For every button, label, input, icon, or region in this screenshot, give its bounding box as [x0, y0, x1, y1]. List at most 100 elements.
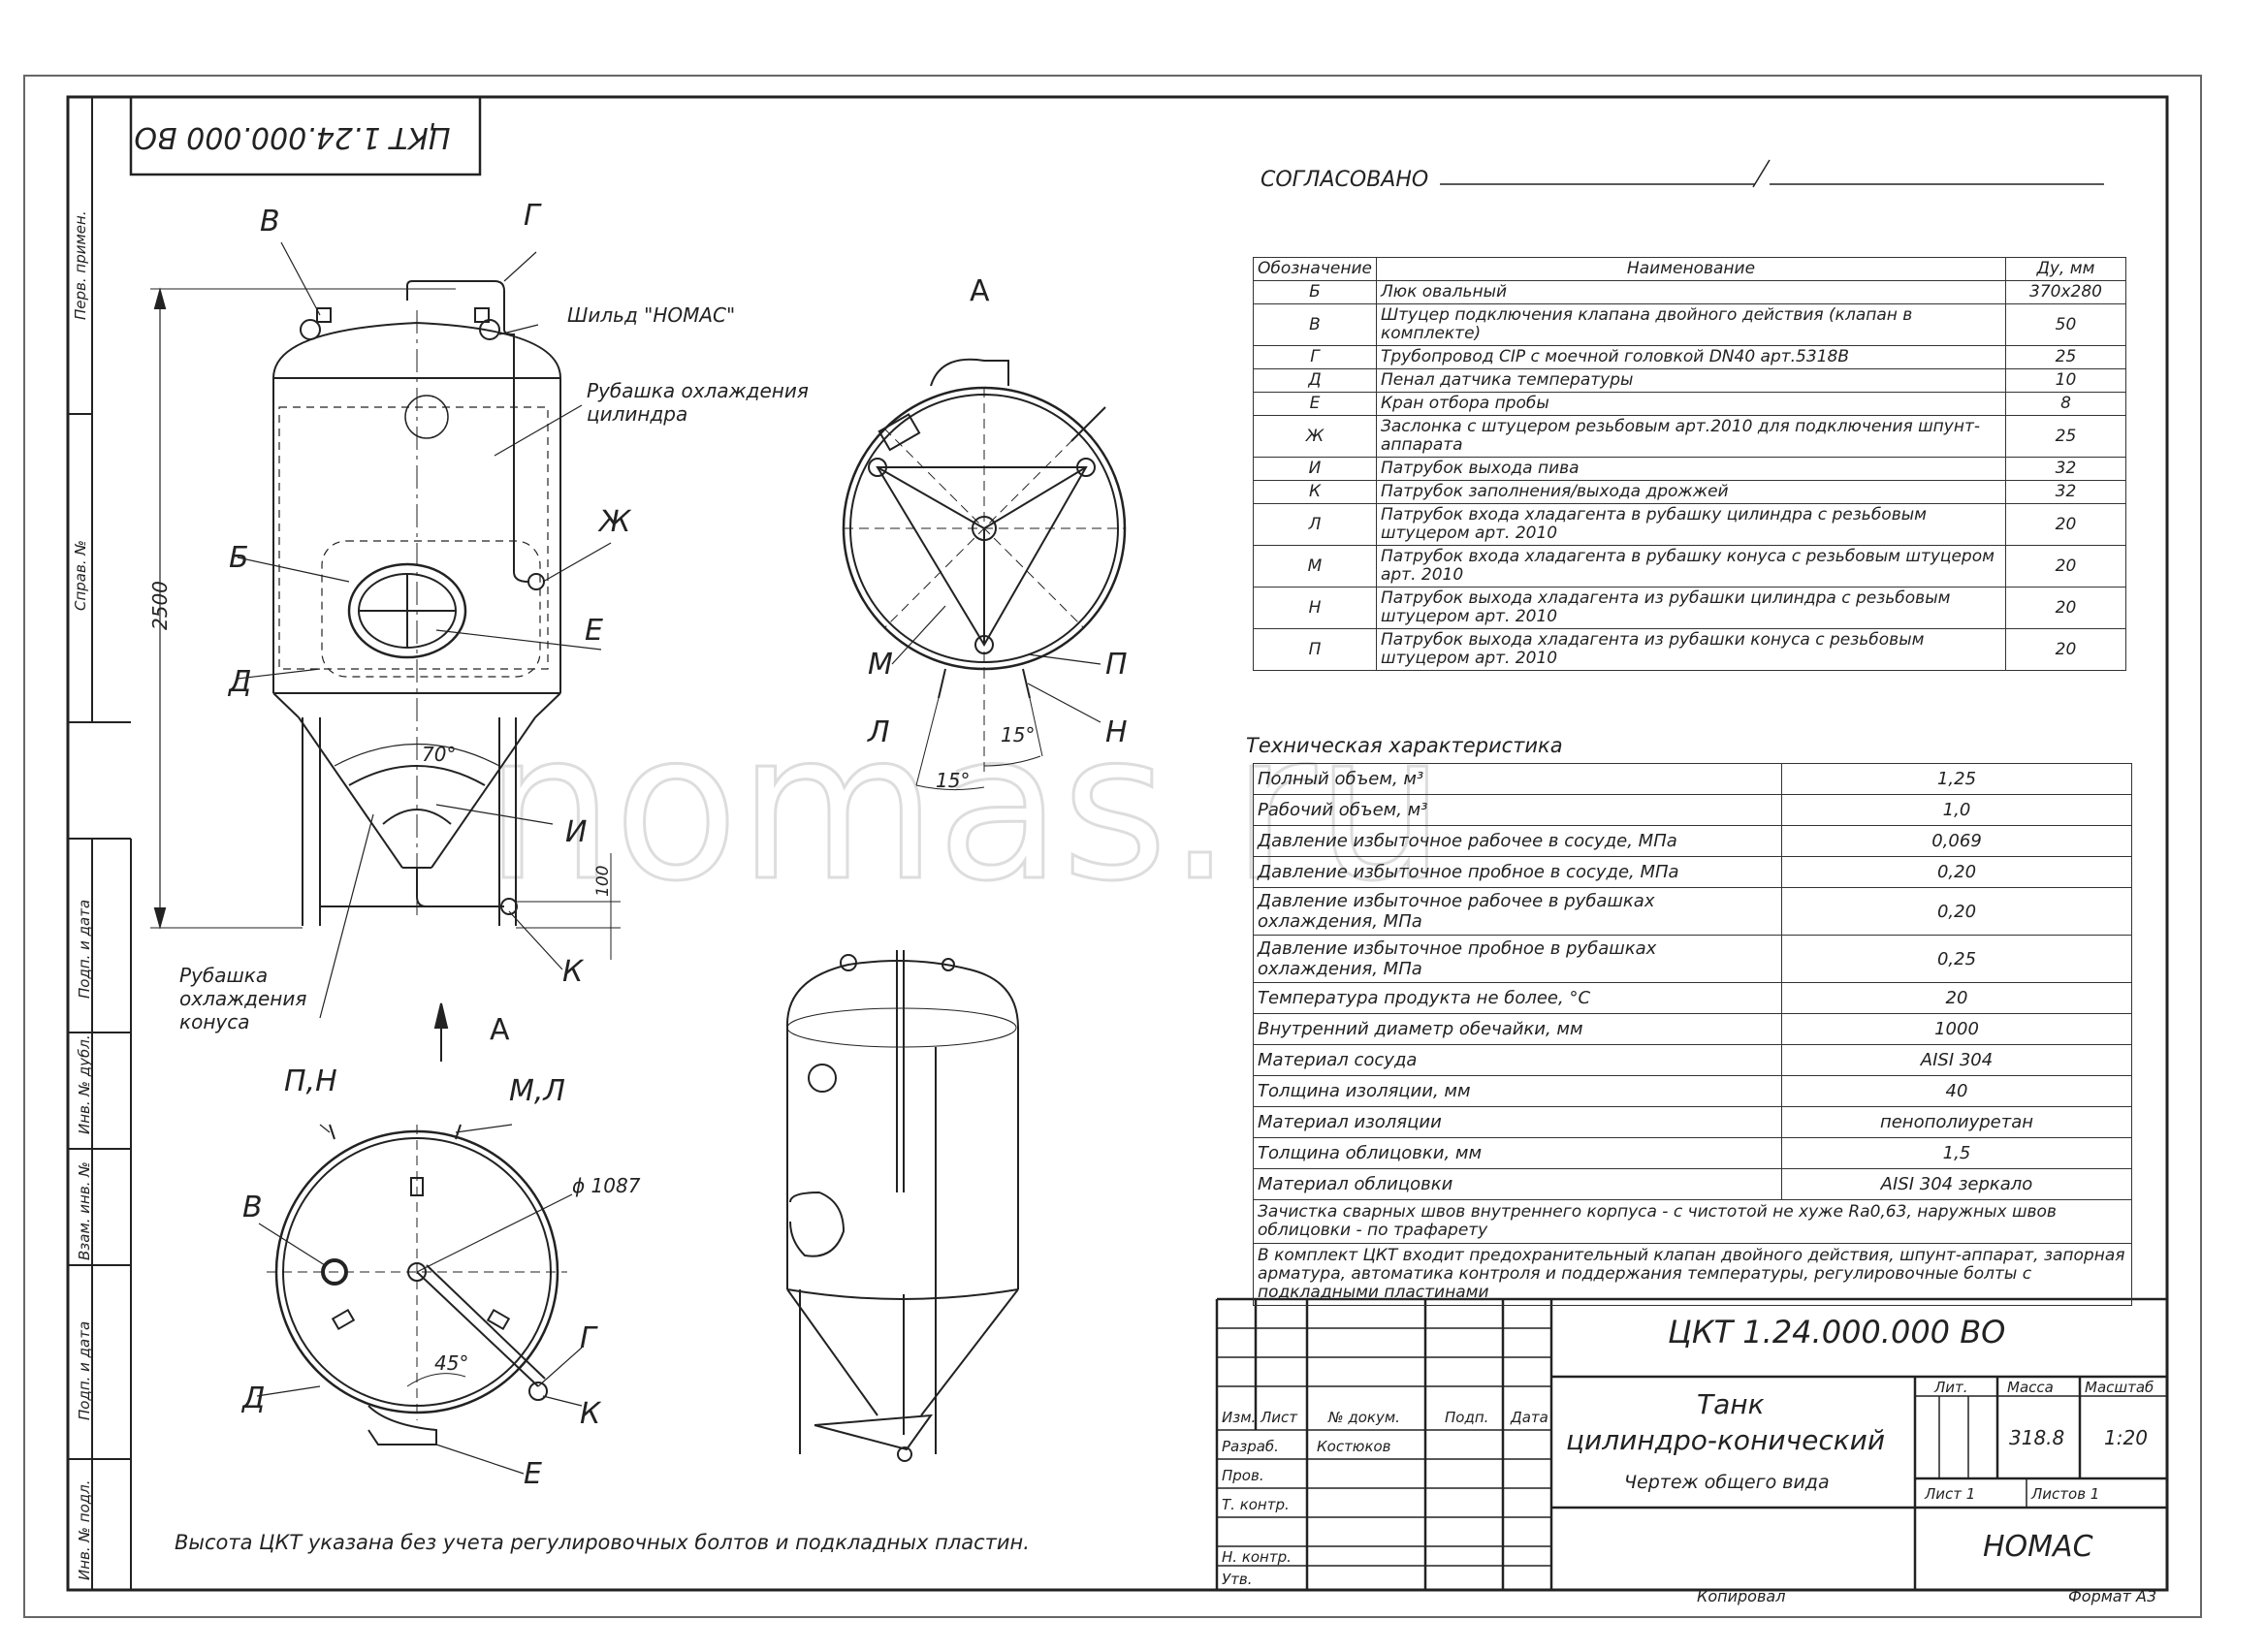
format-label: Формат А3	[2068, 1587, 2156, 1605]
top-view	[842, 358, 1127, 791]
angle-15-b: 15°	[936, 769, 970, 792]
label-v-bottom: В	[242, 1191, 263, 1224]
angle-70: 70°	[422, 743, 456, 766]
tech-note-row: В комплект ЦКТ входит предохранительный …	[1253, 1243, 2132, 1306]
rotated-code: ЦКТ 1.24.000.000 ВО	[134, 120, 451, 154]
tb-doc-type: Чертеж общего вида	[1624, 1472, 1830, 1493]
spec-header-code: Обозначение	[1253, 257, 1377, 281]
tb-razrab-name: Костюков	[1317, 1438, 1391, 1455]
label-i-front: И	[565, 815, 587, 849]
margin-cell-sprav: Справ. №	[72, 540, 89, 611]
tech-note-row: Зачистка сварных швов внутреннего корпус…	[1253, 1199, 2132, 1244]
rotated-code-box	[129, 95, 482, 176]
tech-row: Давление избыточное пробное в сосуде, МП…	[1253, 856, 2132, 888]
angle-15-a: 15°	[1001, 723, 1035, 747]
tech-row: Давление избыточное пробное в рубашках о…	[1253, 935, 2132, 983]
front-labels: В Г Б Д Ж Е И К	[227, 199, 632, 989]
bottom-view	[256, 1002, 583, 1475]
tb-razrab: Разраб.	[1222, 1438, 1279, 1455]
title-block-text: ЦКТ 1.24.000.000 ВО Танк цилиндро-кониче…	[1222, 1314, 2154, 1588]
side-margin	[68, 97, 132, 1590]
angle-45: 45°	[434, 1351, 468, 1375]
margin-cell-podp1: Подп. и дата	[76, 900, 93, 999]
tech-row: Давление избыточное рабочее в рубашках о…	[1253, 887, 2132, 936]
top-view-title: А	[970, 274, 990, 308]
tb-code: ЦКТ 1.24.000.000 ВО	[1668, 1314, 2005, 1350]
margin-cell-vzam: Взам. инв. №	[76, 1161, 93, 1260]
tb-masshtab: Масштаб	[2085, 1379, 2154, 1396]
tb-nkontr: Н. контр.	[1222, 1548, 1292, 1566]
agreed-label: СОГЛАСОВАНО	[1261, 168, 1428, 192]
footnote: Высота ЦКТ указана без учета регулировоч…	[175, 1531, 1030, 1554]
drawing-frame	[66, 95, 2169, 1592]
tb-sheet: Лист 1	[1924, 1485, 1975, 1503]
tb-name-1: Танк	[1697, 1388, 1765, 1420]
label-e-front: Е	[585, 614, 603, 648]
tb-col-date: Дата	[1510, 1409, 1548, 1426]
label-n-top: Н	[1105, 715, 1128, 749]
tb-scale-value: 1:20	[2104, 1426, 2148, 1449]
bottom-arrow-label: А	[490, 1013, 510, 1047]
label-d-front: Д	[227, 665, 251, 699]
spec-header-row: Обозначение Наименование Ду, мм	[1253, 257, 2126, 281]
label-b-front: Б	[229, 541, 249, 575]
label-m-top: М	[868, 648, 893, 682]
tech-note-2: В комплект ЦКТ входит предохранительный …	[1253, 1243, 2132, 1306]
label-g-bottom: Г	[580, 1321, 598, 1355]
tb-mass-value: 318.8	[2009, 1426, 2064, 1449]
tb-sheets: Листов 1	[2030, 1485, 2099, 1503]
label-d-bottom: Д	[240, 1382, 265, 1415]
diameter-label: ϕ 1087	[572, 1174, 641, 1197]
tb-tkontr: Т. контр.	[1222, 1496, 1290, 1513]
label-k-bottom: К	[580, 1397, 602, 1431]
height-dim: 2500	[148, 581, 172, 630]
tb-utv: Утв.	[1222, 1571, 1253, 1588]
tb-col-doc: № докум.	[1327, 1409, 1400, 1426]
front-view	[150, 241, 621, 1019]
tb-name-2: цилиндро-конический	[1566, 1424, 1885, 1456]
tb-col-sign: Подп.	[1445, 1409, 1488, 1426]
label-g-front: Г	[524, 199, 542, 233]
tb-massa: Масса	[2007, 1379, 2054, 1396]
tb-lit: Лит.	[1933, 1379, 1968, 1396]
tech-title: Техническая характеристика	[1246, 734, 1563, 757]
margin-cell-inv: Инв. № подл.	[76, 1480, 93, 1580]
spec-header-dn: Ду, мм	[2005, 257, 2126, 281]
margin-cell-dubl: Инв. № дубл.	[76, 1034, 93, 1134]
tech-note-1: Зачистка сварных швов внутреннего корпус…	[1253, 1199, 2132, 1244]
jacket-cyl-label-2: цилиндра	[587, 402, 687, 426]
tb-company: НОМАС	[1983, 1530, 2093, 1564]
tb-col-izm: Изм.	[1222, 1409, 1256, 1426]
jacket-cone-label-1: Рубашка	[179, 964, 268, 987]
margin-cell-perv: Перв. примен.	[72, 210, 89, 320]
jacket-cone-label-2: охлаждения	[179, 987, 306, 1010]
tb-col-list: Лист	[1260, 1409, 1298, 1426]
label-p-top: П	[1105, 648, 1128, 682]
label-v-front: В	[260, 205, 280, 238]
jacket-cyl-label-1: Рубашка охлаждения	[587, 379, 809, 402]
dim-100: 100	[593, 866, 613, 897]
